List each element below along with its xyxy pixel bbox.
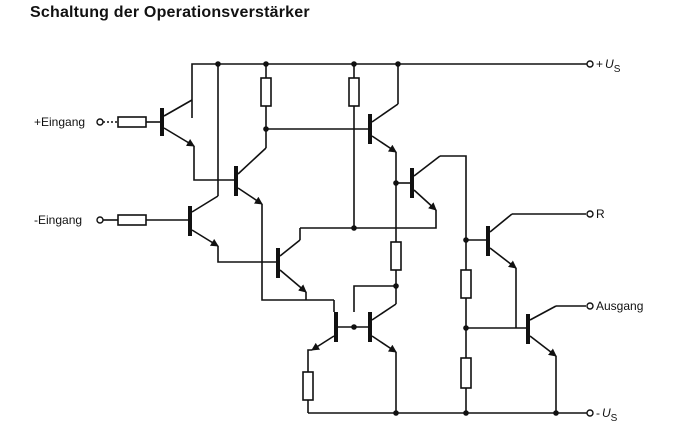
plus-input-path [96, 116, 160, 128]
transistor-q4 [368, 64, 399, 240]
junction-dots [215, 61, 559, 416]
transistor-q2 [234, 147, 334, 301]
resistor-r2 [348, 64, 360, 228]
transistor-q10 [466, 305, 586, 413]
r-terminal[interactable] [586, 210, 594, 218]
transistor-q3 [188, 64, 276, 263]
plus-input-terminal[interactable] [96, 118, 104, 126]
transistor-q1 [160, 99, 234, 181]
output-label: Ausgang [596, 299, 643, 313]
minus-input-label: -Eingang [34, 213, 82, 227]
negative-supply-terminal[interactable] [586, 409, 594, 417]
transistor-q9 [466, 213, 586, 328]
page-title: Schaltung der Operationsverstärker [30, 4, 310, 21]
resistor-r6 [460, 357, 472, 413]
negative-supply-label: -US [596, 406, 618, 424]
resistor-r3 [353, 240, 402, 312]
positive-supply-terminal[interactable] [586, 60, 594, 68]
r-terminal-label: R [596, 207, 605, 221]
resistor-r5 [460, 269, 472, 358]
minus-input-terminal[interactable] [96, 216, 104, 224]
transistor-q8 [368, 286, 397, 413]
minus-input-resistor [117, 214, 147, 226]
positive-supply-rail [191, 63, 590, 118]
output-terminal[interactable] [586, 302, 594, 310]
transistor-q7 [307, 300, 368, 372]
plus-input-resistor [117, 116, 147, 128]
minus-input-path [96, 214, 188, 226]
plus-input-label: +Eingang [34, 115, 85, 129]
resistor-r4 [302, 371, 314, 413]
positive-supply-label: +US [596, 57, 621, 75]
transistor-q5 [300, 155, 467, 270]
transistor-q6 [276, 228, 307, 300]
